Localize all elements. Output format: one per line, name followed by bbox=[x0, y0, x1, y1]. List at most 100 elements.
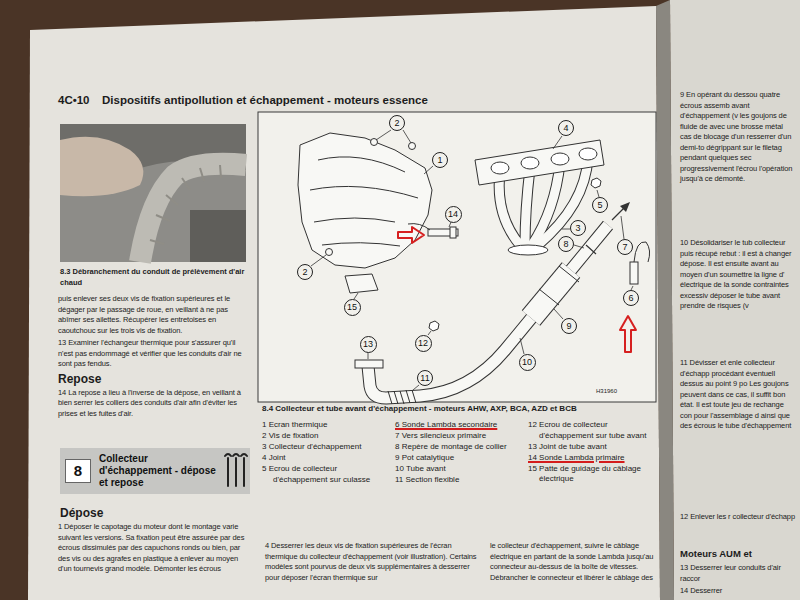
lambda-sensors bbox=[450, 227, 456, 238]
exhaust-manifold bbox=[429, 140, 604, 331]
body-text: le collecteur d'échappement, suivre le c… bbox=[490, 541, 654, 583]
callout-number-text: 12 bbox=[418, 338, 428, 348]
section-subheading: Moteurs AUM et bbox=[680, 548, 796, 560]
body-text: 10 Désolidariser le tub collecteur puis … bbox=[680, 238, 796, 312]
leader-lines bbox=[413, 385, 419, 390]
difficulty-icon bbox=[233, 454, 239, 456]
callout-number: 15 bbox=[344, 299, 361, 316]
leader-lines bbox=[574, 245, 584, 248]
heat-shield bbox=[409, 143, 416, 150]
leader-lines bbox=[311, 255, 326, 266]
callout-number: 13 bbox=[360, 336, 377, 353]
section-subheading: Repose bbox=[58, 372, 246, 386]
heat-shield bbox=[345, 274, 378, 293]
section-heading-box: 8 Collecteur d'échappement - dépose et re… bbox=[60, 448, 250, 494]
section-subheading: Dépose bbox=[60, 506, 248, 520]
figure-caption: 8.4 Collecteur et tube avant d'échappeme… bbox=[262, 404, 654, 414]
leader-lines bbox=[311, 130, 633, 390]
callout-number-text: 6 bbox=[628, 293, 633, 303]
key-entry: 4 Joint bbox=[262, 453, 390, 464]
callout-number-text: 1 bbox=[437, 155, 442, 165]
leader-lines bbox=[520, 338, 524, 354]
lambda-sensors bbox=[630, 262, 638, 284]
leader-lines bbox=[403, 130, 411, 143]
leader-lines bbox=[428, 331, 431, 335]
lambda-sensors bbox=[634, 242, 650, 262]
front-pipe bbox=[368, 225, 608, 398]
body-text: 12 Enlever les r collecteur d'échapp bbox=[680, 512, 796, 523]
photo-figure bbox=[60, 124, 246, 262]
exhaust-manifold bbox=[525, 168, 530, 245]
body-text: 14 La repose a lieu à l'inverse de la dé… bbox=[58, 388, 246, 420]
photo-figure bbox=[190, 210, 246, 262]
leader-lines bbox=[449, 222, 451, 227]
difficulty-icon bbox=[227, 458, 229, 486]
callout-number: 2 bbox=[389, 115, 405, 131]
front-pipe bbox=[612, 208, 624, 220]
exhaust-manifold bbox=[591, 178, 601, 188]
left-page bbox=[28, 6, 660, 600]
callout-number: 11 bbox=[417, 370, 433, 386]
key-entry: 15 Patte de guidage du câblage électriqu… bbox=[528, 464, 658, 485]
callout-number-text: 2 bbox=[302, 267, 307, 277]
exhaust-manifold bbox=[521, 157, 539, 169]
callout-number-text: 9 bbox=[566, 321, 571, 331]
callout-number-text: 10 bbox=[522, 357, 532, 367]
key-entry: 11 Section flexible bbox=[395, 475, 523, 486]
key-entry: 3 Collecteur d'échappement bbox=[262, 442, 390, 453]
body-text: 9 En opérant du dessou quatre écrous ass… bbox=[680, 90, 796, 185]
front-pipe bbox=[368, 225, 608, 398]
leader-lines bbox=[597, 190, 599, 197]
front-pipe bbox=[620, 202, 630, 212]
exhaust-manifold bbox=[491, 162, 509, 174]
exhaust-manifold bbox=[579, 148, 597, 160]
body-text: 1 Déposer le capotage du moteur dont le … bbox=[58, 522, 246, 575]
front-pipe bbox=[539, 266, 579, 305]
photo-figure bbox=[60, 124, 246, 262]
exhaust-manifold bbox=[551, 153, 569, 165]
callout-number-text: 15 bbox=[347, 302, 357, 312]
red-arrows bbox=[398, 227, 636, 352]
leader-lines bbox=[424, 166, 433, 174]
body-text: 4 Desserrer les deux vis de fixation sup… bbox=[265, 541, 477, 583]
callout-number: 7 bbox=[617, 239, 633, 255]
difficulty-icon bbox=[225, 454, 247, 486]
leader-lines bbox=[553, 136, 562, 149]
difficulty-icon bbox=[243, 458, 245, 486]
leader-lines bbox=[354, 293, 358, 299]
callout-number-text: 11 bbox=[420, 373, 429, 383]
difficulty-icon bbox=[224, 452, 248, 492]
section-title: Collecteur d'échappement - dépose et rep… bbox=[99, 453, 220, 489]
page-gutter bbox=[656, 0, 674, 600]
page-header: Dispositifs antipollution et échappement… bbox=[102, 93, 428, 107]
exhaust-manifold bbox=[499, 172, 520, 245]
key-entry: 7 Vers silencieux primaire bbox=[395, 431, 523, 442]
body-text: puis enlever ses deux vis de fixation su… bbox=[58, 294, 246, 336]
body-text: 14 Desserrer bbox=[680, 586, 796, 597]
callout-number: 10 bbox=[519, 354, 536, 371]
callout-number: 14 bbox=[445, 206, 462, 223]
key-entry: 9 Pot catalytique bbox=[395, 453, 523, 464]
body-text: 13 Examiner l'échangeur thermique pour s… bbox=[58, 338, 246, 370]
callout-number-text: 8 bbox=[563, 239, 568, 249]
callout-number: 4 bbox=[558, 120, 574, 136]
body-text: 13 Desserrer leur conduits d'air raccor bbox=[680, 563, 796, 584]
difficulty-icon bbox=[235, 458, 237, 486]
front-pipe bbox=[355, 202, 630, 404]
key-entry: 5 Ecrou de collecteur d'échappement sur … bbox=[262, 464, 390, 485]
figure-frame bbox=[258, 112, 656, 402]
callout-number-text: 5 bbox=[597, 200, 602, 210]
photo-caption: 8.3 Débranchement du conduit de prélèvem… bbox=[60, 267, 246, 288]
heat-shield bbox=[314, 218, 395, 222]
page-number: 4C•10 bbox=[58, 93, 90, 107]
front-pipe bbox=[586, 245, 596, 254]
exhaust-manifold bbox=[429, 148, 601, 331]
exhaust-manifold bbox=[525, 168, 530, 245]
key-entry: 2 Vis de fixation bbox=[262, 431, 390, 442]
section-number: 8 bbox=[65, 459, 91, 483]
figure-code: H31960 bbox=[596, 388, 617, 395]
callout-number: 3 bbox=[570, 220, 586, 236]
callout-number: 5 bbox=[592, 197, 608, 213]
